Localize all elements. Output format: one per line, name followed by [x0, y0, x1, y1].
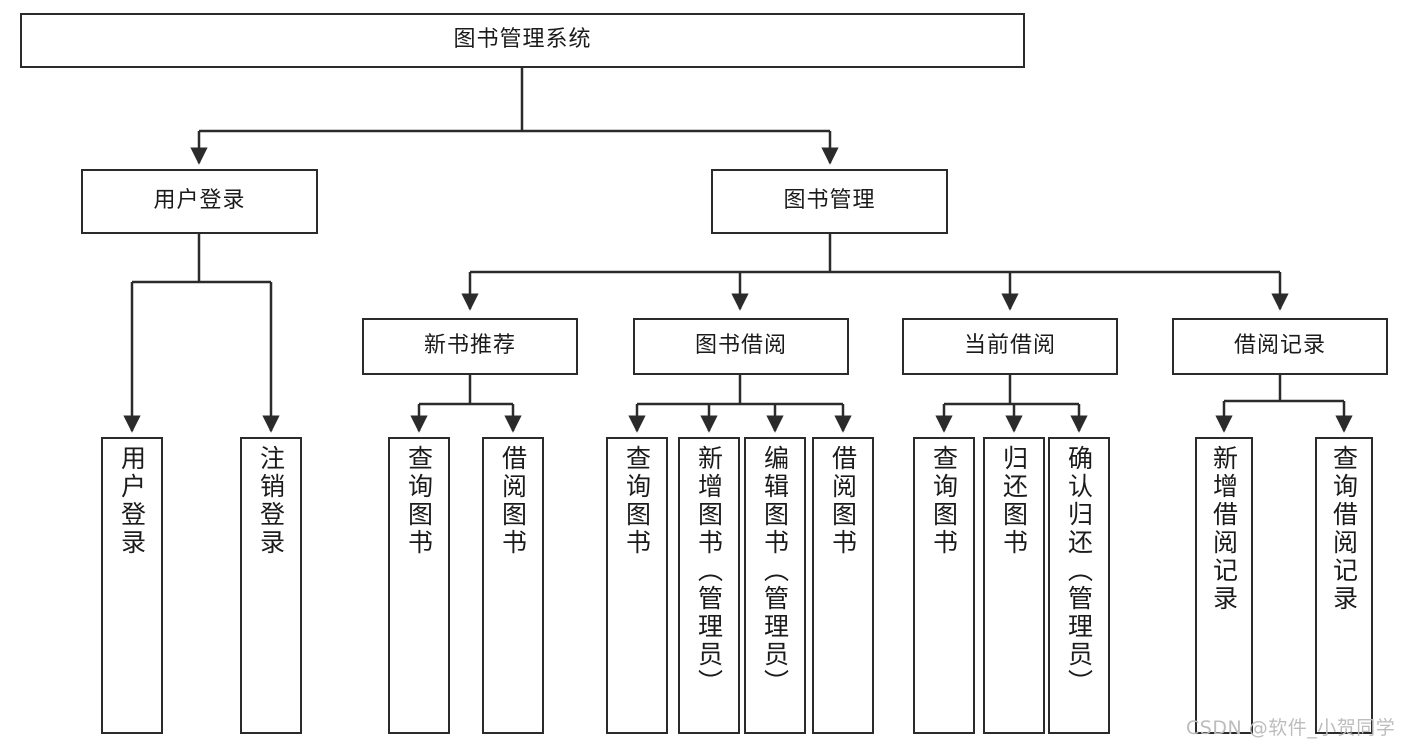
node-leaf-confirm-return[interactable]: 确认归还（管理员） — [1048, 437, 1110, 734]
watermark: CSDN @软件_小贺同学 — [1186, 717, 1396, 739]
node-leaf-borrow-book-1[interactable]: 借阅图书 — [482, 437, 544, 734]
node-borrow-record-label: 借阅记录 — [1233, 333, 1326, 359]
node-root[interactable]: 图书管理系统 — [20, 13, 1025, 68]
node-leaf-query-book-2[interactable]: 查询图书 — [606, 437, 668, 734]
node-leaf-borrow-book-1-label: 借阅图书 — [498, 445, 528, 557]
node-current-borrow[interactable]: 当前借阅 — [902, 318, 1118, 375]
node-leaf-query-record[interactable]: 查询借阅记录 — [1315, 437, 1373, 734]
node-leaf-borrow-book-2[interactable]: 借阅图书 — [812, 437, 874, 734]
node-leaf-user-login[interactable]: 用户登录 — [101, 437, 163, 734]
node-current-borrow-label: 当前借阅 — [963, 333, 1056, 359]
node-leaf-query-book-1-label: 查询图书 — [404, 445, 434, 557]
node-book-manage[interactable]: 图书管理 — [711, 169, 948, 234]
node-user-login-label: 用户登录 — [153, 188, 246, 214]
node-leaf-query-book-3[interactable]: 查询图书 — [913, 437, 975, 734]
node-leaf-confirm-return-label: 确认归还（管理员） — [1064, 445, 1094, 697]
node-user-login[interactable]: 用户登录 — [81, 169, 318, 234]
node-leaf-edit-book[interactable]: 编辑图书（管理员） — [744, 437, 806, 734]
node-leaf-query-book-3-label: 查询图书 — [929, 445, 959, 557]
node-borrow-record[interactable]: 借阅记录 — [1172, 318, 1388, 375]
node-root-label: 图书管理系统 — [453, 27, 592, 53]
node-new-book-rec[interactable]: 新书推荐 — [362, 318, 578, 375]
node-leaf-add-record[interactable]: 新增借阅记录 — [1195, 437, 1253, 734]
node-leaf-add-book-label: 新增图书（管理员） — [694, 445, 724, 697]
node-leaf-return-book[interactable]: 归还图书 — [983, 437, 1045, 734]
node-leaf-query-book-1[interactable]: 查询图书 — [388, 437, 450, 734]
node-new-book-rec-label: 新书推荐 — [423, 333, 516, 359]
node-leaf-query-book-2-label: 查询图书 — [622, 445, 652, 557]
node-leaf-add-book[interactable]: 新增图书（管理员） — [678, 437, 740, 734]
node-book-borrow-label: 图书借阅 — [694, 333, 787, 359]
node-leaf-return-book-label: 归还图书 — [999, 445, 1029, 557]
node-book-manage-label: 图书管理 — [783, 188, 876, 214]
node-leaf-edit-book-label: 编辑图书（管理员） — [760, 445, 790, 697]
node-leaf-borrow-book-2-label: 借阅图书 — [828, 445, 858, 557]
node-leaf-user-login-label: 用户登录 — [117, 445, 147, 557]
node-book-borrow[interactable]: 图书借阅 — [633, 318, 849, 375]
node-leaf-add-record-label: 新增借阅记录 — [1209, 445, 1239, 613]
node-leaf-logout[interactable]: 注销登录 — [240, 437, 302, 734]
node-leaf-query-record-label: 查询借阅记录 — [1329, 445, 1359, 613]
node-leaf-logout-label: 注销登录 — [256, 445, 286, 557]
